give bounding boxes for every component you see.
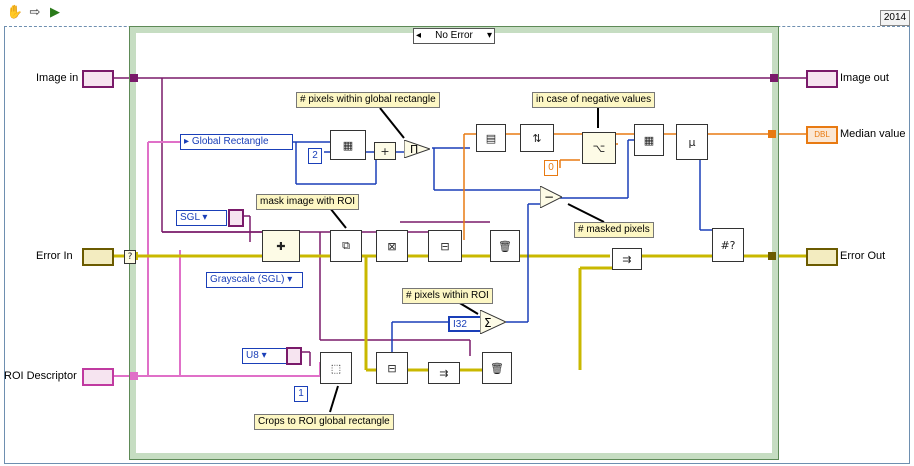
error-out-tunnel	[768, 252, 776, 260]
imaq-mask-node[interactable]: ⧉	[330, 230, 362, 262]
image-to-array-icon: ⊟	[440, 239, 450, 253]
median-value-terminal[interactable]: DBL	[806, 126, 838, 144]
subset-icon: ▦	[643, 133, 655, 147]
sum-node[interactable]: Σ	[479, 309, 508, 335]
imaq-dispose-roi-node[interactable]: 🗑	[482, 352, 512, 384]
trash-roi-icon: 🗑	[490, 361, 504, 375]
svg-text:Π: Π	[410, 143, 418, 156]
sort-icon: ⇅	[532, 131, 542, 145]
array-subset-node[interactable]: ▦	[634, 124, 664, 156]
multiply-triangle-icon: Π	[403, 139, 432, 159]
imaq-image-to-array-roi-node[interactable]: ⊟	[376, 352, 408, 384]
i32-conversion[interactable]: I32	[448, 316, 485, 332]
reshape-array-node[interactable]: ▤	[476, 124, 506, 152]
create-image-icon: ✚	[276, 239, 286, 253]
roi-wire	[114, 141, 338, 377]
u8-dropdown-icon[interactable]: ▾	[261, 350, 267, 361]
grayscale-enum[interactable]: Grayscale (SGL) ▾	[206, 272, 303, 288]
image-in-label: Image in	[36, 72, 79, 84]
subtract-triangle-icon: −	[539, 185, 564, 209]
hand-icon[interactable]: ✋	[6, 4, 24, 20]
median-icon: μ	[688, 135, 696, 149]
merge-errors-roi-icon: ⇉	[439, 366, 449, 380]
note-mask-image: mask image with ROI	[256, 194, 360, 210]
mask-icon: ⧉	[342, 239, 350, 252]
trash-icon: 🗑	[498, 239, 512, 253]
roi-descriptor-terminal[interactable]	[82, 368, 114, 386]
reshape-icon: ▤	[485, 131, 497, 145]
error-in-label: Error In	[36, 250, 73, 262]
arrow-right-icon[interactable]: ⇨	[29, 4, 41, 20]
version-label: 2014	[880, 10, 910, 26]
note-crops: Crops to ROI global rectangle	[254, 414, 394, 430]
roi-tunnel	[130, 372, 138, 380]
sum-triangle-icon: Σ	[479, 309, 508, 335]
run-icon[interactable]: ▶	[50, 4, 60, 20]
imaq-extract-node[interactable]: ⬚	[320, 352, 352, 384]
svg-text:Σ: Σ	[484, 316, 492, 330]
image-in-terminal[interactable]	[82, 70, 114, 88]
median-value-label: Median value	[840, 128, 906, 140]
error-handler-icon: #?	[720, 238, 736, 252]
case-selector-dropdown-icon[interactable]: ▾	[486, 30, 492, 41]
error-handler-node[interactable]: #?	[712, 228, 744, 262]
dbl-wire	[463, 133, 806, 240]
u8-image-type-icon	[286, 347, 302, 365]
imaq-image-to-array-node[interactable]: ⊟	[428, 230, 462, 262]
imaq-create-node[interactable]: ✚	[262, 230, 300, 262]
sort-array-node[interactable]: ⇅	[520, 124, 554, 152]
add-icon: +	[380, 144, 390, 158]
select-node[interactable]: ⌥	[582, 132, 616, 164]
sgl-image-type-icon	[228, 209, 244, 227]
note-pixels-global: # pixels within global rectangle	[296, 92, 440, 108]
extract-icon: ⬚	[330, 361, 342, 375]
imaq-dispose-node[interactable]: 🗑	[490, 230, 520, 262]
image-to-array-roi-icon: ⊟	[387, 361, 397, 375]
error-case-selector-icon: ?	[124, 250, 136, 264]
subtract-node[interactable]: −	[539, 185, 564, 209]
median-node[interactable]: μ	[676, 124, 708, 160]
error-out-label: Error Out	[840, 250, 886, 262]
constant-two[interactable]: 2	[308, 148, 322, 164]
constant-zero[interactable]: 0	[544, 160, 558, 176]
error-out-terminal[interactable]	[806, 248, 838, 266]
imaq-copy-node[interactable]: ⊠	[376, 230, 408, 262]
array-size-icon: ▦	[342, 138, 354, 152]
image-in-tunnel	[130, 74, 138, 82]
copy-icon: ⊠	[387, 239, 397, 253]
note-masked-pixels: # masked pixels	[574, 222, 654, 238]
sgl-enum[interactable]: SGL ▾	[176, 210, 227, 226]
u8-enum[interactable]: U8 ▾	[242, 348, 287, 364]
grayscale-dropdown-icon[interactable]: ▾	[287, 274, 293, 285]
multiply-node[interactable]: Π	[403, 139, 432, 159]
merge-errors-roi-node[interactable]: ⇉	[428, 362, 460, 384]
note-pixels-roi: # pixels within ROI	[402, 288, 493, 304]
case-selector-left-icon[interactable]: ◂	[416, 30, 422, 41]
image-out-label: Image out	[840, 72, 889, 84]
global-rectangle-unbundle[interactable]: ▸ Global Rectangle	[180, 134, 293, 150]
median-tunnel	[768, 130, 776, 138]
merge-errors-node[interactable]: ⇉	[612, 248, 642, 270]
constant-one[interactable]: 1	[294, 386, 308, 402]
get-image-size-node[interactable]: ▦	[330, 130, 366, 160]
note-negative-values: in case of negative values	[532, 92, 656, 108]
roi-descriptor-label: ROI Descriptor	[4, 370, 77, 382]
select-icon: ⌥	[592, 141, 606, 155]
note-arrows	[329, 106, 605, 413]
add-node[interactable]: +	[374, 142, 396, 160]
error-in-terminal[interactable]	[82, 248, 114, 266]
svg-text:−: −	[544, 190, 554, 204]
unbundle-arrow-icon: ▸	[184, 136, 192, 147]
image-out-terminal[interactable]	[806, 70, 838, 88]
case-selector[interactable]: ◂ No Error ▾	[413, 28, 495, 44]
image-wire	[114, 77, 806, 366]
merge-errors-icon: ⇉	[622, 252, 632, 266]
diagram-frame	[4, 26, 910, 464]
image-out-tunnel	[770, 74, 778, 82]
sgl-dropdown-icon[interactable]: ▾	[202, 212, 208, 223]
